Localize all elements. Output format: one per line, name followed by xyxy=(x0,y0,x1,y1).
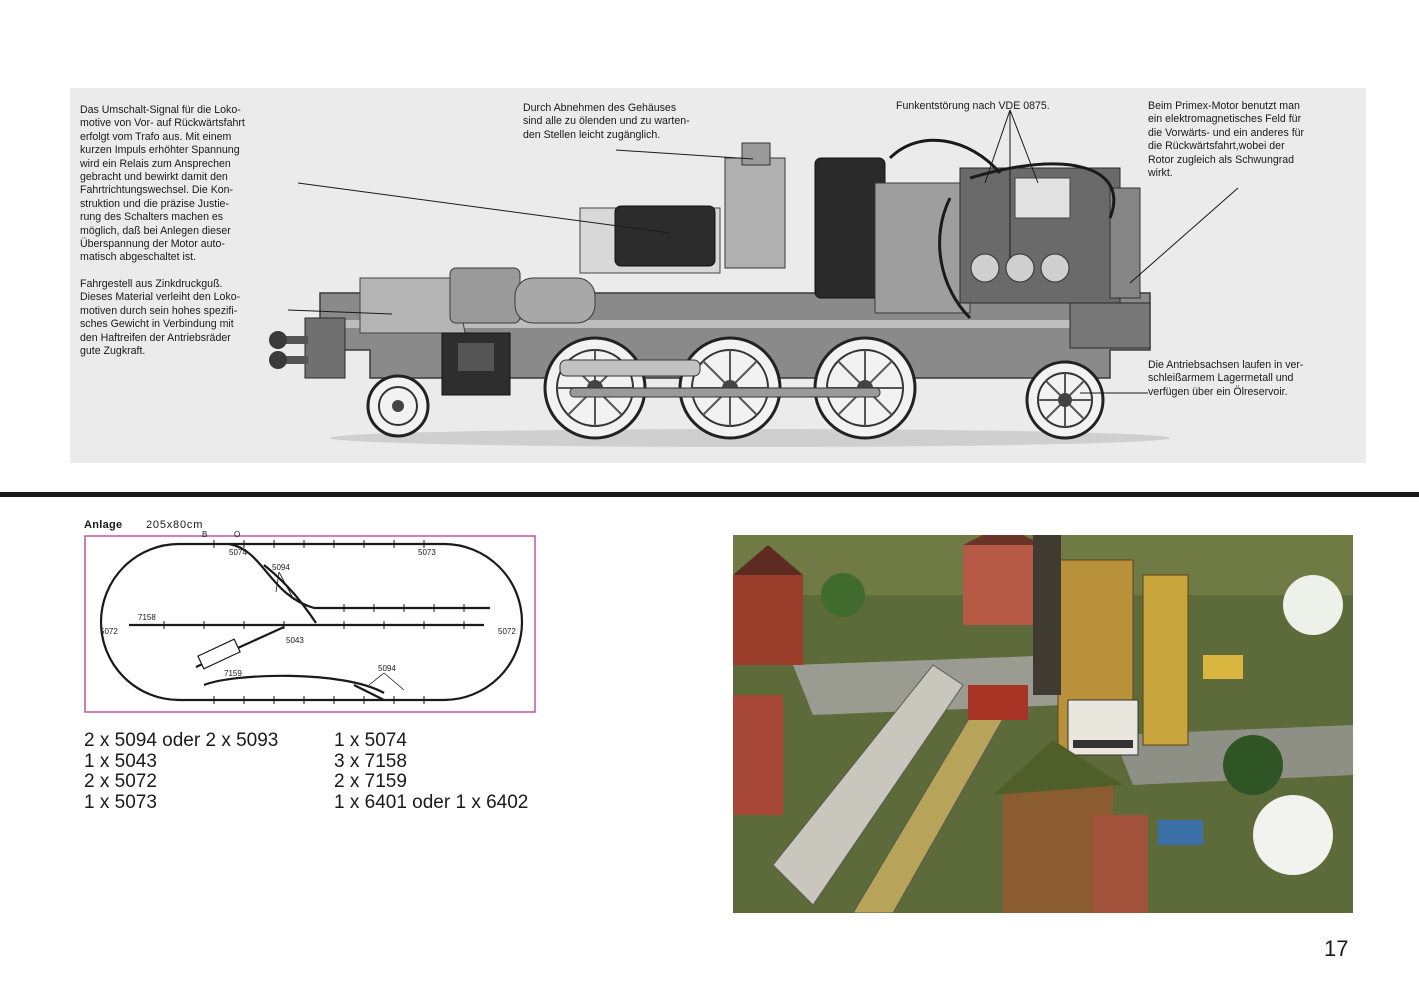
parts-item: 1 x 5073 xyxy=(84,791,157,813)
plan-label-5074: 5074 xyxy=(229,548,247,557)
caption-axles: Die Antriebsachsen laufen in ver- schlei… xyxy=(1148,359,1304,398)
plan-label-5094-bottom: 5094 xyxy=(378,664,396,673)
plan-label-5094-top: 5094 xyxy=(272,563,290,572)
parts-item: 1 x 6401 oder 1 x 6402 xyxy=(334,791,529,813)
parts-item: 1 x 5074 xyxy=(334,730,407,751)
parts-item: 3 x 7158 xyxy=(334,750,407,772)
plan-label-5072-right: 5072 xyxy=(498,627,516,636)
plan-label-5072-left: 5072 xyxy=(100,627,118,636)
track-plan-diagram xyxy=(84,535,536,713)
track-layout-plan: B O 5074 5073 5094 7158 5072 5072 5043 7… xyxy=(84,530,536,715)
locomotive-cutaway-illustration xyxy=(269,109,1239,447)
caption-reverse-signal: Das Umschalt-Signal für die Loko- motive… xyxy=(80,104,245,264)
plan-label-5043: 5043 xyxy=(286,636,304,645)
parts-list-left: 2 x 5094 oder 2 x 5093 1 x 5043 2 x 5072… xyxy=(84,730,279,813)
caption-motor: Beim Primex-Motor benutzt man ein elektr… xyxy=(1148,100,1305,180)
caption-chassis: Fahrgestell aus Zinkdruckguß. Dieses Mat… xyxy=(80,278,241,358)
layout-title: Anlage xyxy=(84,519,123,531)
layout-size: 205x80cm xyxy=(146,519,204,531)
plan-label-7158: 7158 xyxy=(138,613,156,622)
model-railway-scene xyxy=(733,535,1353,913)
caption-housing: Durch Abnehmen des Gehäuses sind alle zu… xyxy=(523,102,690,141)
parts-item: 2 x 5094 oder 2 x 5093 xyxy=(84,730,279,751)
caption-interference: Funkentstörung nach VDE 0875. xyxy=(896,100,1050,112)
section-divider xyxy=(0,492,1419,497)
locomotive-figure-panel: Das Umschalt-Signal für die Loko- motive… xyxy=(70,88,1366,463)
plan-label-o: O xyxy=(234,530,241,539)
parts-item: 2 x 5072 xyxy=(84,771,157,792)
parts-list-right: 1 x 5074 3 x 7158 2 x 7159 1 x 6401 oder… xyxy=(334,730,529,813)
plan-label-7159: 7159 xyxy=(224,669,242,678)
parts-item: 1 x 5043 xyxy=(84,750,157,772)
model-railway-photo xyxy=(733,535,1353,913)
page-number: 17 xyxy=(1324,936,1349,961)
parts-item: 2 x 7159 xyxy=(334,771,407,792)
plan-label-b: B xyxy=(202,530,208,539)
plan-label-5073: 5073 xyxy=(418,548,436,557)
